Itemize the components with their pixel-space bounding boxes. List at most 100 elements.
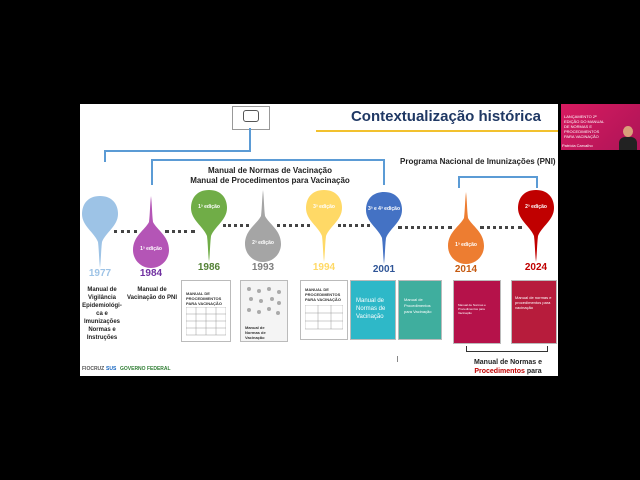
book-title: Manual de normas e procedimentos para va… <box>515 295 552 310</box>
book-cover-2001-normas: Manual de Normas de Vacinação <box>350 280 396 340</box>
presenter-head <box>623 126 633 137</box>
timeline-drop-1977 <box>82 196 118 268</box>
timeline-connector-dots <box>165 230 195 237</box>
book-cover-1986: MANUAL DE PROCEDIMENTOS PARA VACINAÇÃO <box>181 280 231 342</box>
book-cover-2024: Manual de normas e procedimentos para va… <box>511 280 557 344</box>
timeline-drop-2024 <box>518 190 554 262</box>
book-grid-pattern <box>186 307 226 336</box>
timeline-drop-2001 <box>366 192 402 264</box>
timeline-badge-2024: 2ª edição <box>525 204 547 210</box>
book-title: Manual de Procedimentos para Vacinação <box>404 297 432 314</box>
connector-top-line <box>104 150 250 152</box>
group-label-line2: Manual de Procedimentos para Vacinação <box>190 176 350 185</box>
bottom-caption-highlight: Procedimentos <box>474 368 525 375</box>
connector-v-2024 <box>536 176 538 188</box>
caption-line: Epidemiológi- <box>82 303 122 309</box>
timeline-year-1977: 1977 <box>88 268 112 279</box>
presenter-name: Patrícia Carvalho <box>562 143 593 148</box>
presentation-slide: Contextualização histórica Manual de Nor… <box>80 104 558 376</box>
bracket-left <box>466 346 467 352</box>
caption-line: Vigilância <box>88 295 116 301</box>
timeline-year-2024: 2024 <box>524 262 548 273</box>
caption-line: Vacinação do PNI <box>126 295 178 301</box>
video-banner-text: LANÇAMENTO 2ª EDIÇÃO DO MANUAL DE NORMAS… <box>564 114 605 139</box>
drop-shape <box>245 190 281 262</box>
timeline-connector-dots <box>114 230 137 237</box>
timeline-connector-dots <box>223 224 249 231</box>
timeline-connector-dots <box>338 224 370 231</box>
book-title: Manual de Normas de Vacinação <box>245 325 266 340</box>
footer-logo-gov: GOVERNO FEDERAL <box>120 366 171 372</box>
connector-mid-line <box>151 159 384 161</box>
book-grid-pattern <box>305 305 343 330</box>
caption-line: Instruções <box>86 335 118 341</box>
book-title: Manual de Normas de Vacinação <box>356 298 386 320</box>
presenter-avatar <box>619 126 637 150</box>
timeline-year-1994: 1994 <box>312 262 336 273</box>
bottom-caption-line2: Procedimentos para Vacinação <box>458 367 558 376</box>
drop-shape <box>82 196 118 268</box>
timeline-drop-1984 <box>133 196 169 268</box>
connector-v-logo <box>249 128 251 152</box>
book-title: Manual de Normas e Procedimentos para Va… <box>458 303 486 315</box>
book-dot-pattern <box>247 287 281 315</box>
caption-1977: Manual de Vigilância Epidemiológi- ca e … <box>80 286 124 342</box>
mouse-cursor-icon <box>397 356 402 362</box>
connector-pni-line <box>458 176 537 178</box>
timeline-badge-2014: 1ª edição <box>455 242 477 248</box>
group-label-manuals: Manual de Normas de Vacinação Manual de … <box>180 166 360 186</box>
caption-line: Normas e <box>88 327 116 333</box>
timeline-year-1993: 1993 <box>251 262 275 273</box>
bracket-right <box>547 346 548 352</box>
timeline-connector-dots <box>398 226 452 233</box>
timeline-connector-dots <box>277 224 310 231</box>
bottom-caption-rest: para Vacinação <box>526 368 542 375</box>
drop-shape <box>306 190 342 262</box>
caption-line: Imunizações <box>83 319 120 325</box>
pni-label: Programa Nacional de Imunizações (PNI) <box>400 157 556 166</box>
bottom-caption: Manual de Normas e Procedimentos para Va… <box>458 358 558 376</box>
bracket-line <box>466 351 548 352</box>
footer-logo-sus: SUS <box>106 366 117 372</box>
timeline-drop-1994 <box>306 190 342 262</box>
book-title: MANUAL DE PROCEDIMENTOS PARA VACINAÇÃO <box>305 287 341 302</box>
book-cover-2014: Manual de Normas e Procedimentos para Va… <box>453 280 501 344</box>
timeline-drop-1986 <box>191 190 227 262</box>
timeline-badge-2001: 3ª e 4ª edição <box>367 206 401 212</box>
caption-1984: Manual de Vacinação do PNI <box>124 286 180 302</box>
timeline-drop-1993 <box>245 190 281 262</box>
drop-shape <box>366 192 402 264</box>
book-cover-1993: Manual de Normas de Vacinação <box>240 280 288 342</box>
institution-logo <box>232 106 270 130</box>
timeline-badge-1994: 3ª edição <box>313 204 335 210</box>
caption-line: Manual de <box>87 287 117 293</box>
logo-mark-icon <box>243 110 259 122</box>
connector-v-2001 <box>383 159 385 185</box>
drop-shape <box>448 192 484 264</box>
drop-shape <box>191 190 227 262</box>
timeline-year-1986: 1986 <box>197 262 221 273</box>
presenter-body <box>619 137 637 150</box>
presenter-video[interactable]: LANÇAMENTO 2ª EDIÇÃO DO MANUAL DE NORMAS… <box>561 104 640 150</box>
drop-shape <box>518 190 554 262</box>
book-title: MANUAL DE PROCEDIMENTOS PARA VACINAÇÃO <box>186 291 222 306</box>
group-label-line1: Manual de Normas de Vacinação <box>207 166 333 175</box>
caption-line: ca e <box>96 311 108 317</box>
bottom-caption-line1: Manual de Normas e <box>473 359 543 366</box>
timeline-year-1984: 1984 <box>139 268 163 279</box>
book-cover-2001-procedimentos: Manual de Procedimentos para Vacinação <box>398 280 442 340</box>
connector-v-2014 <box>458 176 460 188</box>
footer-logo-fiocruz: FIOCRUZ <box>82 366 105 372</box>
connector-v-1984 <box>151 159 153 185</box>
timeline-drop-2014 <box>448 192 484 264</box>
timeline-year-2001: 2001 <box>372 264 396 275</box>
caption-line: Manual de <box>137 287 167 293</box>
timeline-badge-1993: 2ª edição <box>252 240 274 246</box>
timeline-badge-1984: 1ª edição <box>140 246 162 252</box>
timeline-connector-dots <box>480 226 522 233</box>
book-cover-1994: MANUAL DE PROCEDIMENTOS PARA VACINAÇÃO <box>300 280 348 340</box>
drop-shape <box>133 196 169 268</box>
connector-v-left <box>104 150 106 162</box>
title-underline <box>316 130 558 132</box>
timeline-year-2014: 2014 <box>454 264 478 275</box>
